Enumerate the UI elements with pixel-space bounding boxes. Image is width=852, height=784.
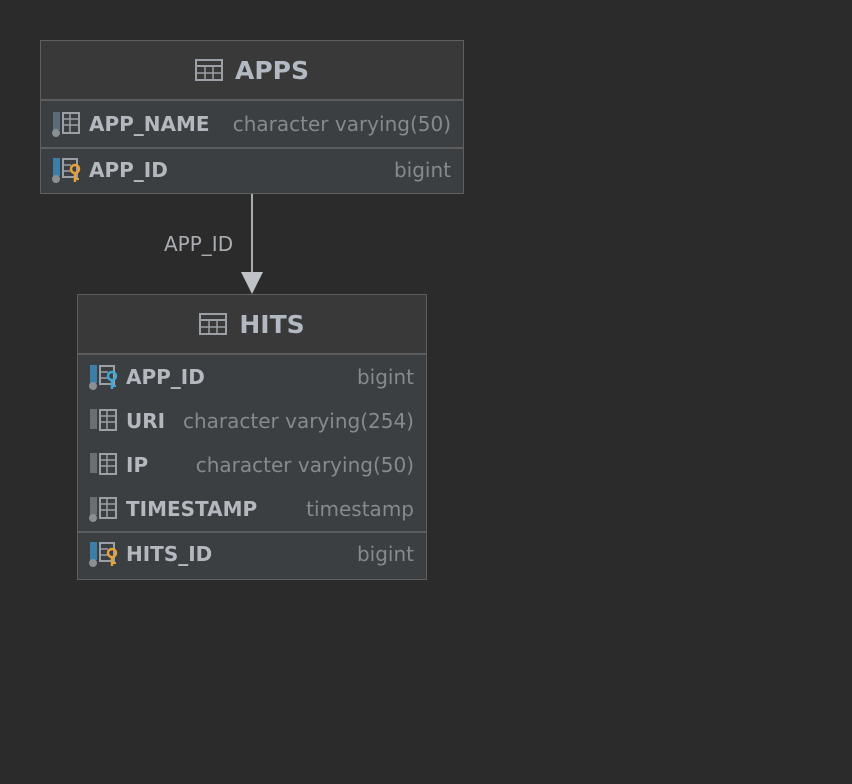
column-type: character varying(50) — [195, 453, 414, 477]
primary-key-row[interactable]: APP_ID bigint — [41, 147, 463, 191]
column-icon — [88, 496, 120, 522]
table-title: APPS — [235, 55, 309, 85]
primary-key-icon — [51, 157, 83, 183]
column-row[interactable]: APP_NAME character varying(50) — [41, 101, 463, 147]
relationship-arrowhead — [241, 272, 263, 294]
column-name: IP — [126, 453, 149, 477]
table-apps[interactable]: APPS APP_NAME character varying(50) — [40, 40, 464, 194]
table-icon — [199, 313, 228, 335]
column-type: bigint — [356, 365, 414, 389]
column-type: character varying(254) — [183, 409, 414, 433]
column-type: bigint — [356, 542, 414, 566]
column-name: APP_ID — [89, 158, 168, 182]
column-name: URI — [126, 409, 166, 433]
column-icon — [88, 452, 120, 478]
primary-key-icon — [88, 541, 120, 567]
column-name: APP_NAME — [89, 112, 210, 136]
table-title: HITS — [239, 309, 305, 339]
column-type: bigint — [393, 158, 451, 182]
column-name: HITS_ID — [126, 542, 213, 566]
primary-key-row[interactable]: HITS_ID bigint — [78, 531, 426, 575]
column-name: APP_ID — [126, 365, 205, 389]
column-row[interactable]: TIMESTAMP timestamp — [78, 487, 426, 531]
relationship-label: APP_ID — [164, 232, 234, 256]
column-row[interactable]: IP character varying(50) — [78, 443, 426, 487]
column-row[interactable]: URI character varying(254) — [78, 399, 426, 443]
table-header[interactable]: APPS — [41, 41, 463, 101]
table-header[interactable]: HITS — [78, 295, 426, 355]
column-type: timestamp — [306, 497, 414, 521]
column-type: character varying(50) — [232, 112, 451, 136]
column-name: TIMESTAMP — [126, 497, 258, 521]
foreign-key-icon — [88, 364, 120, 390]
foreign-key-row[interactable]: APP_ID bigint — [78, 355, 426, 399]
column-icon — [51, 111, 83, 137]
table-icon — [195, 59, 223, 81]
column-icon — [88, 408, 120, 434]
table-hits[interactable]: HITS APP_ID bigint — [77, 294, 427, 580]
